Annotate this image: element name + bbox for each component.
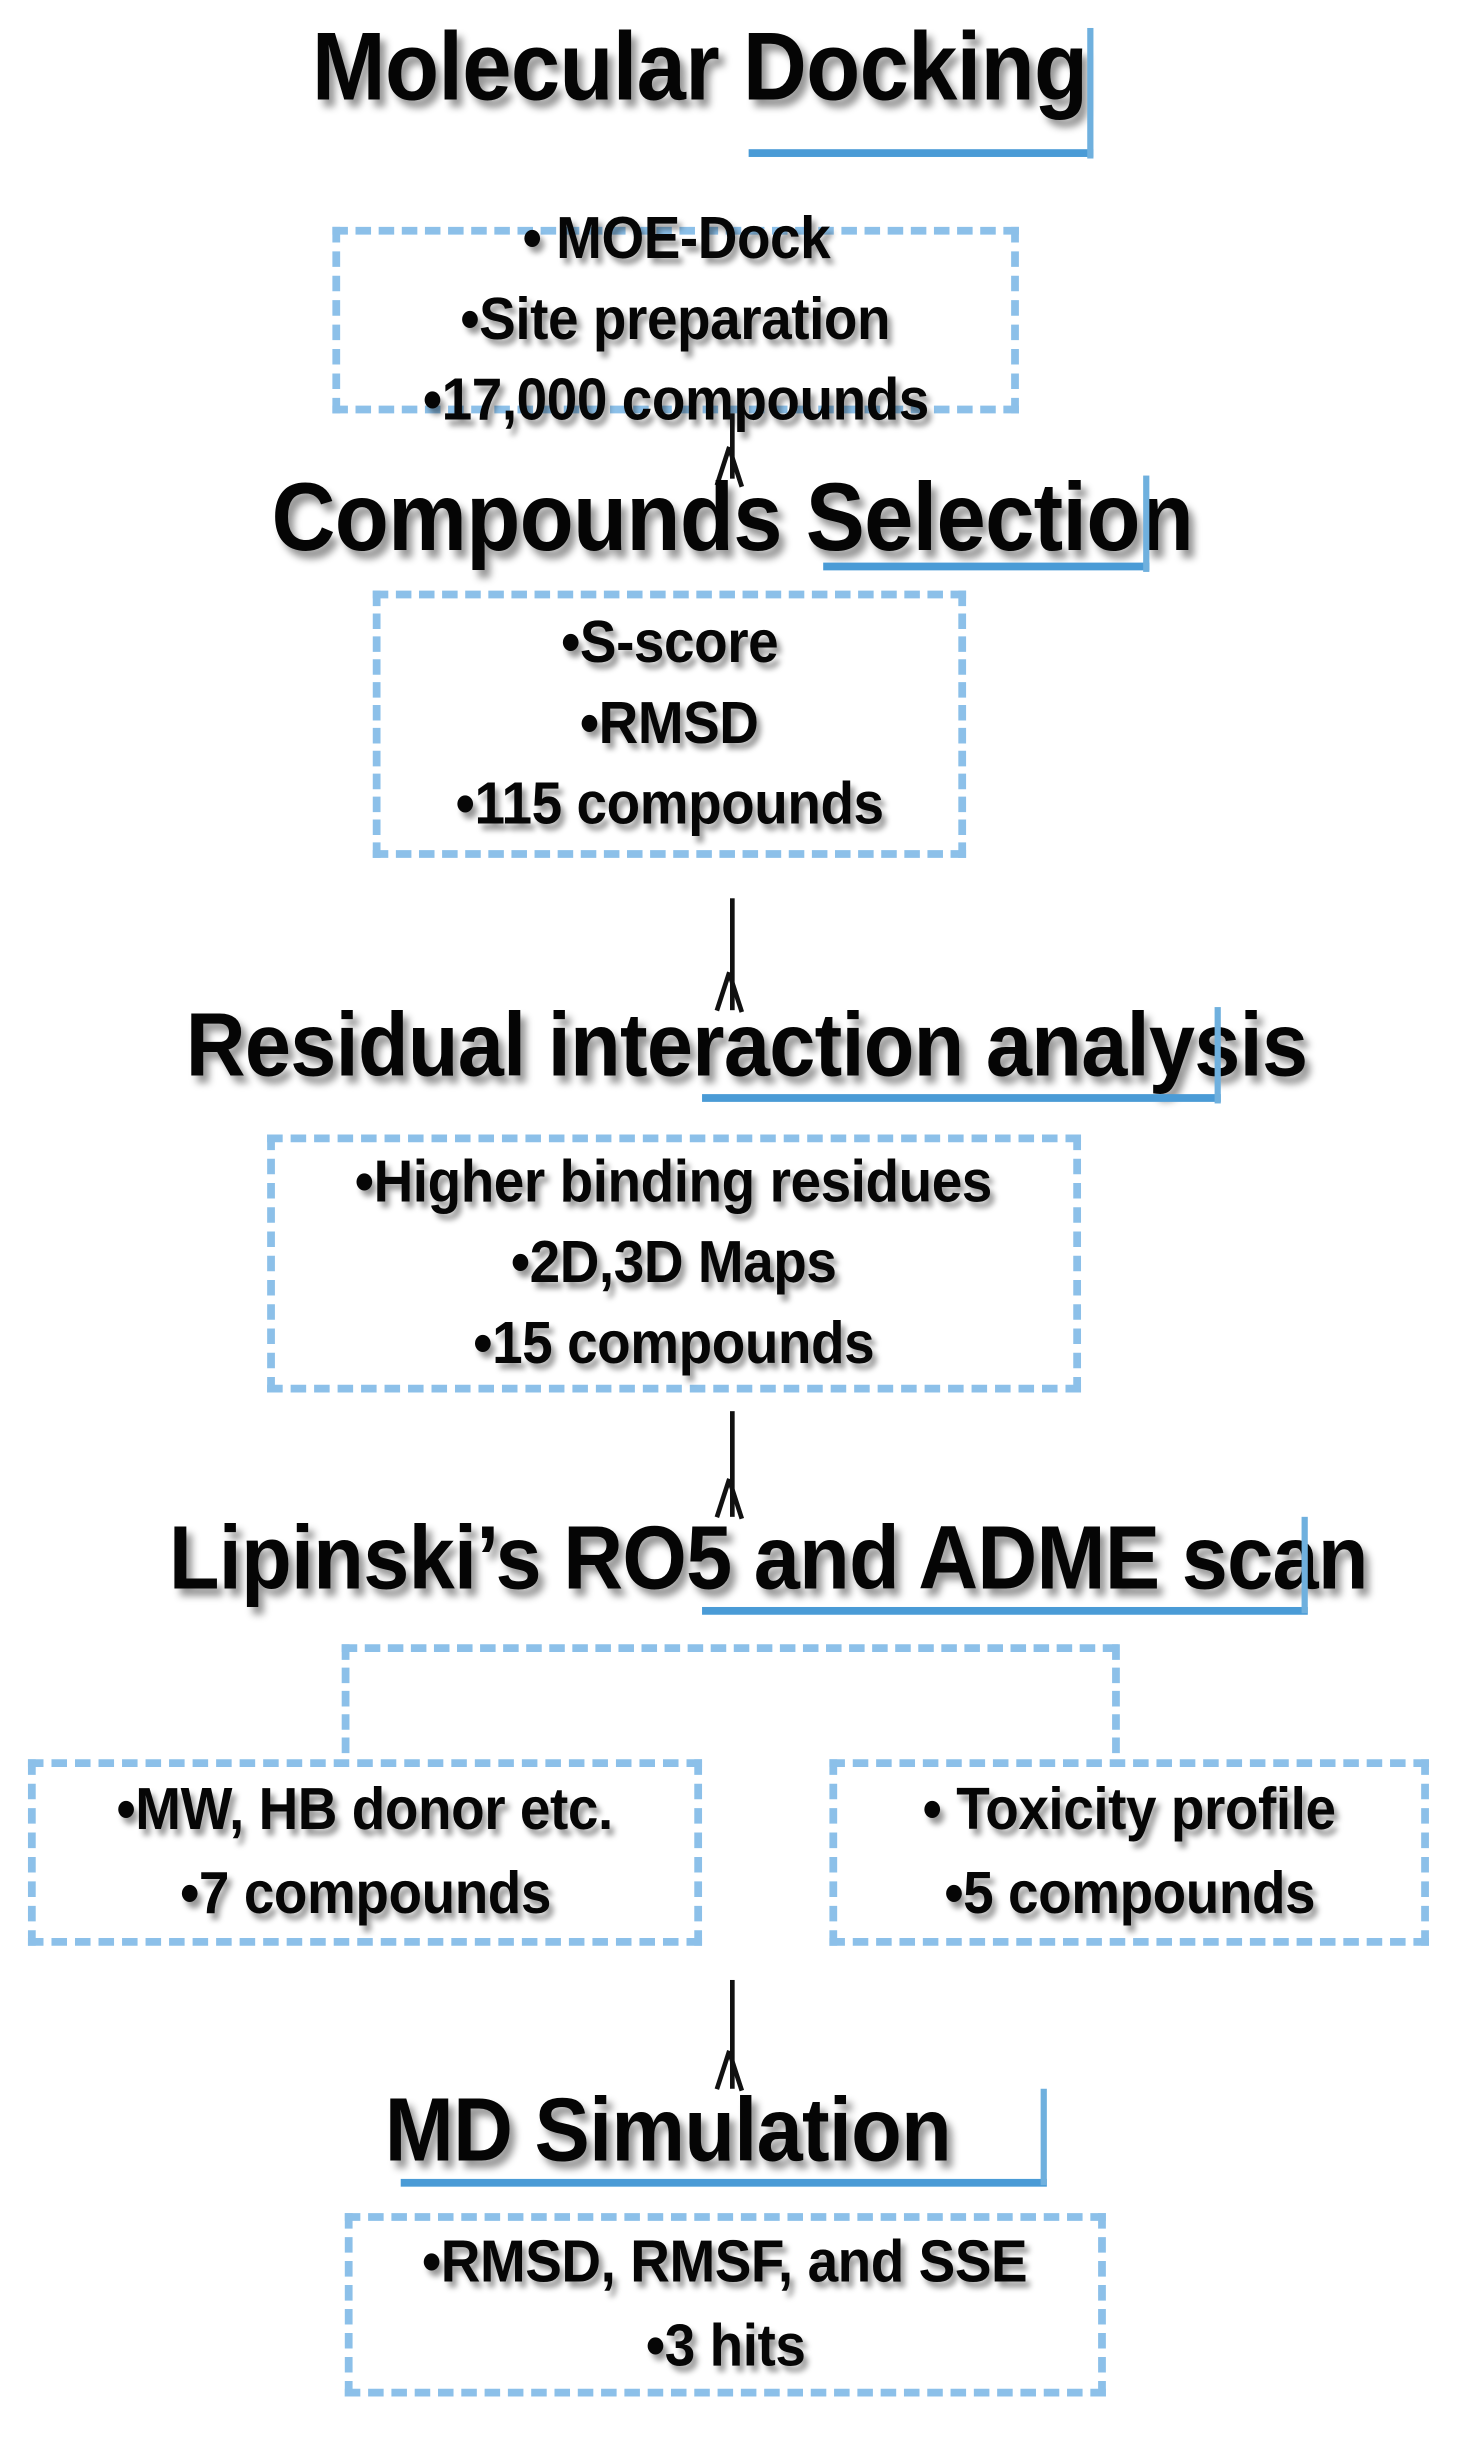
box-line: •S-score bbox=[560, 610, 779, 677]
stage-heading-residual-interaction-analysis: Residual interaction analysis bbox=[185, 994, 1308, 1096]
stage-heading-lipinski-ro5-adme-scan: Lipinski’s RO5 and ADME scan bbox=[168, 1507, 1369, 1609]
box-line: •15 compounds bbox=[473, 1311, 875, 1377]
heading-underline-5 bbox=[400, 2178, 1047, 2187]
heading-underline-3 bbox=[702, 1094, 1221, 1102]
box-line: •Site preparation bbox=[460, 287, 891, 353]
stage-heading-compounds-selection: Compounds Selection bbox=[271, 464, 1194, 572]
box-line: • Toxicity profile bbox=[922, 1777, 1336, 1844]
heading-tick-2 bbox=[1143, 475, 1150, 572]
heading-tick-1 bbox=[1087, 27, 1094, 159]
box-line: •3 hits bbox=[645, 2314, 806, 2380]
heading-tick-3 bbox=[1214, 1007, 1221, 1104]
box-line: •RMSD, RMSF, and SSE bbox=[422, 2230, 1029, 2296]
content-box-molecular-docking: • MOE-Dock •Site preparation •17,000 com… bbox=[332, 207, 1019, 434]
box-line: •5 compounds bbox=[943, 1861, 1315, 1928]
content-box-compounds-selection: •S-score •RMSD •115 compounds bbox=[372, 590, 967, 858]
connector-arrow-2-stem bbox=[730, 898, 735, 1011]
connector-arrow-4-stem bbox=[730, 1979, 735, 2089]
box-line: •115 compounds bbox=[455, 772, 884, 838]
box-line: •Higher binding residues bbox=[355, 1150, 994, 1216]
box-line: •2D,3D Maps bbox=[511, 1230, 837, 1297]
stage-heading-md-simulation: MD Simulation bbox=[384, 2079, 952, 2181]
content-box-adme-toxicity: • Toxicity profile •5 compounds bbox=[829, 1759, 1429, 1946]
box-line: • MOE-Dock bbox=[521, 206, 830, 272]
branch-bracket-right-stem bbox=[1112, 1644, 1120, 1800]
heading-tick-5 bbox=[1040, 2088, 1047, 2186]
box-line: •RMSD bbox=[580, 691, 759, 757]
heading-underline-4 bbox=[702, 1606, 1308, 1615]
connector-arrow-1-stem bbox=[730, 413, 735, 479]
stage-heading-molecular-docking: Molecular Docking bbox=[311, 13, 1088, 122]
box-line: •MW, HB donor etc. bbox=[116, 1777, 614, 1844]
branch-bracket-top-bar bbox=[341, 1644, 1119, 1653]
box-line: •7 compounds bbox=[179, 1861, 551, 1928]
heading-underline-1 bbox=[748, 149, 1094, 157]
content-box-md-simulation: •RMSD, RMSF, and SSE •3 hits bbox=[344, 2213, 1106, 2397]
branch-bracket-left-stem bbox=[341, 1644, 350, 1800]
connector-arrow-3-stem bbox=[730, 1411, 735, 1517]
content-box-residual-interaction: •Higher binding residues •2D,3D Maps •15… bbox=[267, 1134, 1082, 1393]
box-line: •17,000 compounds bbox=[422, 368, 929, 434]
heading-underline-2 bbox=[823, 562, 1150, 571]
content-box-lipinski-ro5: •MW, HB donor etc. •7 compounds bbox=[27, 1759, 703, 1946]
heading-tick-4 bbox=[1301, 1516, 1308, 1614]
